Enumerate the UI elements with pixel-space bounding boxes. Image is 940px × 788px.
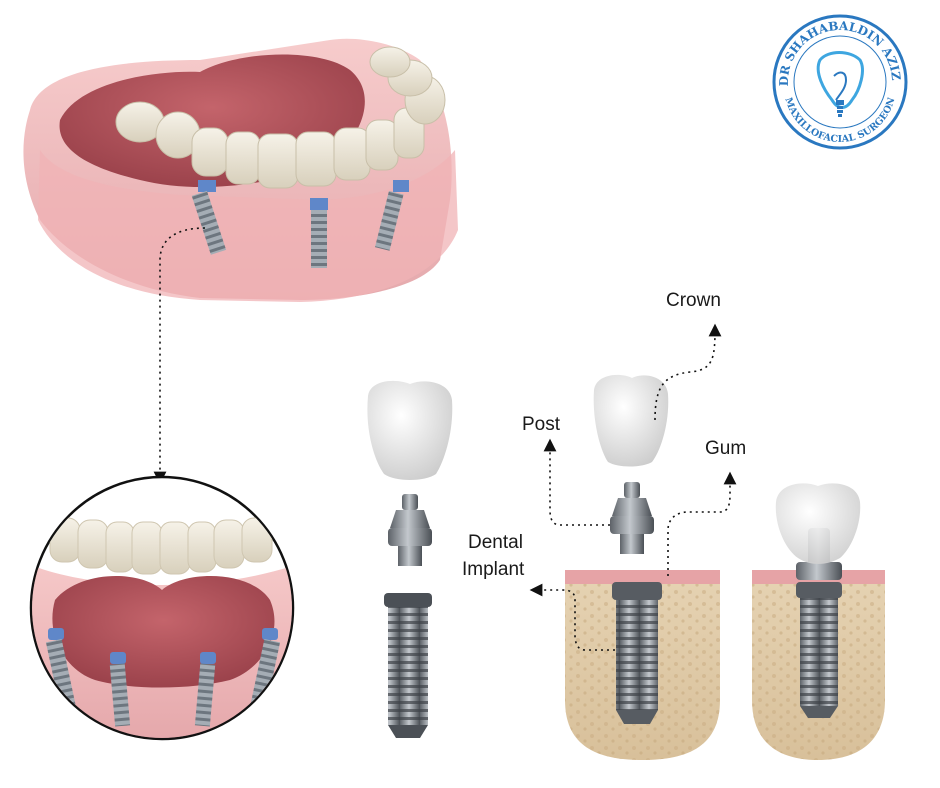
crown-callout-arrow: [654, 323, 722, 421]
gum-front: [38, 150, 458, 302]
crown-part: [367, 380, 453, 480]
close-up-circle: [29, 475, 295, 741]
label-crown: Crown: [666, 290, 721, 311]
tooth-implant-profile-icon: [816, 51, 864, 117]
exploded-implant-parts: [367, 380, 453, 738]
close-up-implant-3: [194, 652, 216, 727]
gum-layer-1: [565, 570, 720, 584]
implant-screw-2: [310, 198, 328, 268]
floating-post: [610, 482, 654, 554]
close-up-implant-1: [45, 628, 77, 711]
close-up-implant-4: [249, 628, 281, 711]
gum-callout-arrow: [667, 471, 737, 576]
implant-in-bone-diagram: [565, 374, 885, 760]
implant-screw-1: [191, 180, 227, 255]
label-dental: Dental: [468, 532, 523, 553]
denture-teeth-row: [115, 46, 446, 189]
dental-implant-callout-arrow: [529, 583, 615, 651]
post-callout-arrow: [543, 438, 610, 526]
full-arch-denture-illustration: [23, 38, 458, 302]
close-up-teeth: [49, 517, 273, 575]
close-up-implant-2: [109, 652, 131, 727]
floating-crown: [593, 374, 669, 467]
label-post: Post: [522, 414, 561, 435]
complete-implant-screw: [796, 582, 842, 718]
complete-crown: [775, 483, 861, 564]
label-gum: Gum: [705, 438, 747, 459]
abutment-post-part: [388, 494, 432, 566]
callout-arrows: [529, 323, 737, 651]
installed-implant-screw: [612, 582, 662, 724]
implant-screw-part: [384, 593, 432, 738]
implant-screw-3: [374, 180, 409, 251]
close-up-tongue: [52, 576, 275, 688]
label-implant: Implant: [462, 559, 525, 580]
